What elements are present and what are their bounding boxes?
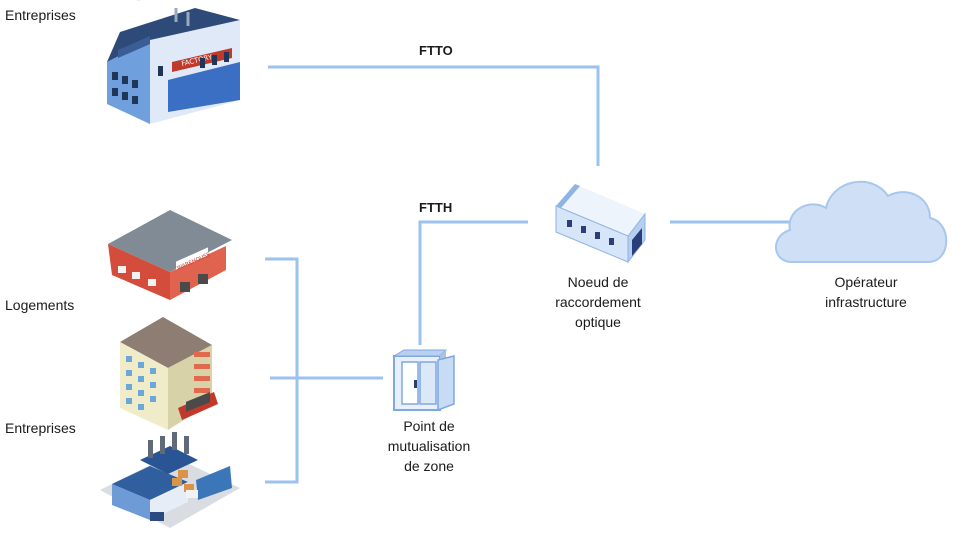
cloud-icon bbox=[775, 180, 948, 263]
connection-lines bbox=[265, 65, 793, 484]
pmz-label-line3: de zone bbox=[404, 458, 454, 474]
pmz-label: Point de mutualisation de zone bbox=[369, 416, 489, 476]
warehouse-icon: WAREHOUSE bbox=[108, 210, 232, 300]
nro-label: Noeud de raccordement optique bbox=[538, 272, 658, 332]
street-cabinet-icon bbox=[392, 349, 455, 412]
buildings-bracket bbox=[265, 257, 299, 484]
industrial-plant-icon bbox=[100, 432, 240, 528]
ftth-label: FTTH bbox=[419, 200, 453, 215]
operator-label-line2: infrastructure bbox=[825, 294, 907, 310]
pmz-label-line2: mutualisation bbox=[387, 438, 471, 454]
ftto-label: FTTO bbox=[419, 43, 453, 58]
operator-label-line1: Opérateur bbox=[834, 274, 898, 290]
optical-node-building-icon bbox=[555, 184, 646, 264]
entreprises-top-label: Entreprises bbox=[5, 7, 76, 23]
pmz-label-line1: Point de bbox=[403, 418, 455, 434]
nro-label-line3: optique bbox=[575, 314, 621, 330]
ftth-link bbox=[418, 220, 528, 345]
factory-building-icon: FACTORY bbox=[107, 0, 240, 124]
nro-label-line1: Noeud de bbox=[567, 274, 629, 290]
nro-label-line2: raccordement bbox=[555, 294, 641, 310]
apartment-building-icon bbox=[120, 317, 218, 430]
operator-label: Opérateur infrastructure bbox=[806, 272, 926, 312]
entreprises-bottom-label: Entreprises bbox=[5, 420, 76, 436]
logements-label: Logements bbox=[5, 297, 75, 313]
ftto-link bbox=[268, 65, 600, 166]
